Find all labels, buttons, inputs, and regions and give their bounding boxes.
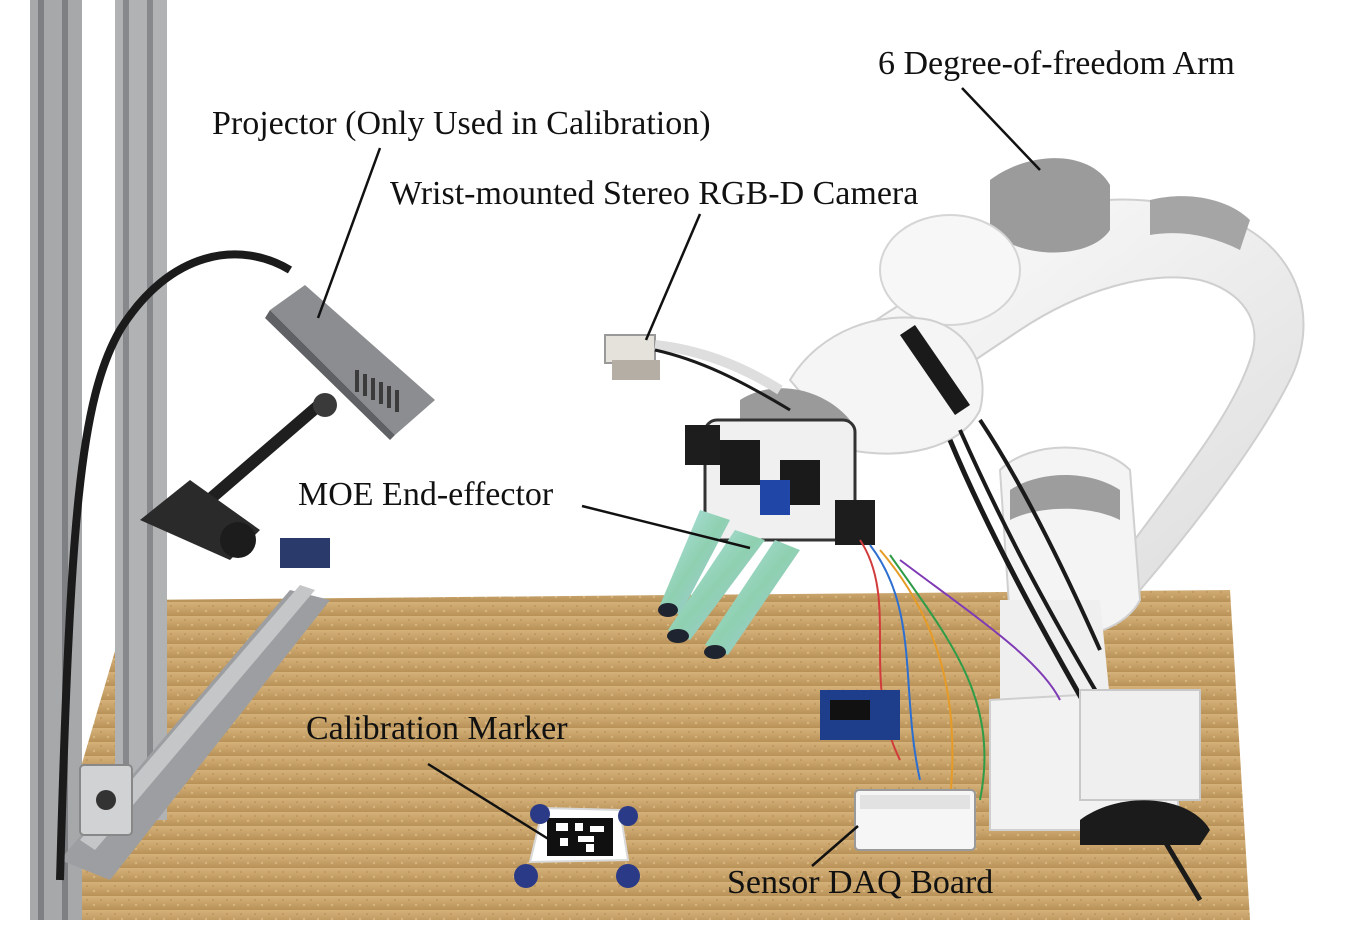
wrist-camera <box>604 334 791 412</box>
sensor-wires <box>859 418 1203 902</box>
leader-marker <box>427 762 551 842</box>
label-projector: Projector (Only Used in Calibration) <box>212 105 711 142</box>
moe-end-effector <box>658 418 875 659</box>
annotation-leader-lines <box>316 87 1041 867</box>
daq-board <box>820 690 976 851</box>
aluminum-frame <box>30 0 330 920</box>
label-daq: Sensor DAQ Board <box>727 864 994 901</box>
label-marker: Calibration Marker <box>306 710 568 747</box>
soft-finger <box>704 540 800 659</box>
robot-controller <box>1079 689 1210 845</box>
leader-end-effector <box>581 504 751 550</box>
leader-camera <box>644 213 702 341</box>
soft-finger <box>667 530 765 643</box>
projector <box>56 250 435 881</box>
calibration-marker <box>514 804 640 888</box>
projector-vent-grille <box>355 370 399 412</box>
label-arm: 6 Degree-of-freedom Arm <box>878 45 1235 82</box>
soft-finger <box>658 510 730 617</box>
label-camera: Wrist-mounted Stereo RGB-D Camera <box>390 175 919 212</box>
leader-projector <box>316 147 382 319</box>
label-end-effector: MOE End-effector <box>298 476 554 513</box>
leader-daq <box>811 825 859 867</box>
leader-arm <box>961 87 1041 171</box>
